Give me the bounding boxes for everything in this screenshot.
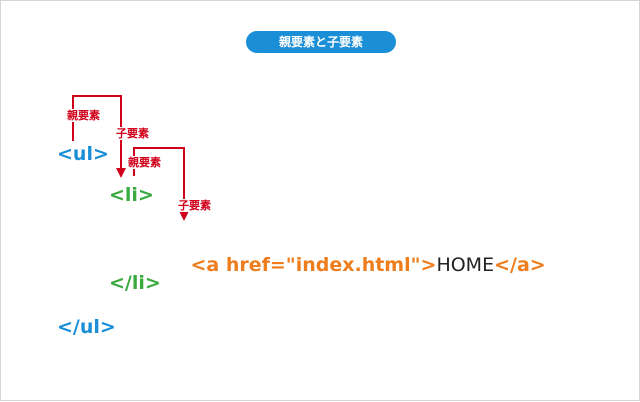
a-link-text: HOME [436,254,495,276]
li-close-tag: </li> [109,272,161,294]
annotation-child-a: 子要素 [176,199,213,212]
li-open-tag: <li> [109,184,154,206]
a-open-tag: <a href="index.html"> [190,254,437,276]
ul-close-tag: </ul> [57,316,116,338]
anchor-line: <a href="index.html">HOME</a> [164,229,546,301]
diagram-title: 親要素と子要素 [246,31,396,53]
a-close-tag: </a> [494,254,546,276]
arrow-head-li [116,168,126,178]
arrow-head-a [179,211,189,221]
ul-open-tag: <ul> [57,143,109,165]
annotation-parent-ul: 親要素 [65,109,102,122]
annotation-parent-li: 親要素 [126,156,163,169]
annotation-child-li: 子要素 [114,127,151,140]
